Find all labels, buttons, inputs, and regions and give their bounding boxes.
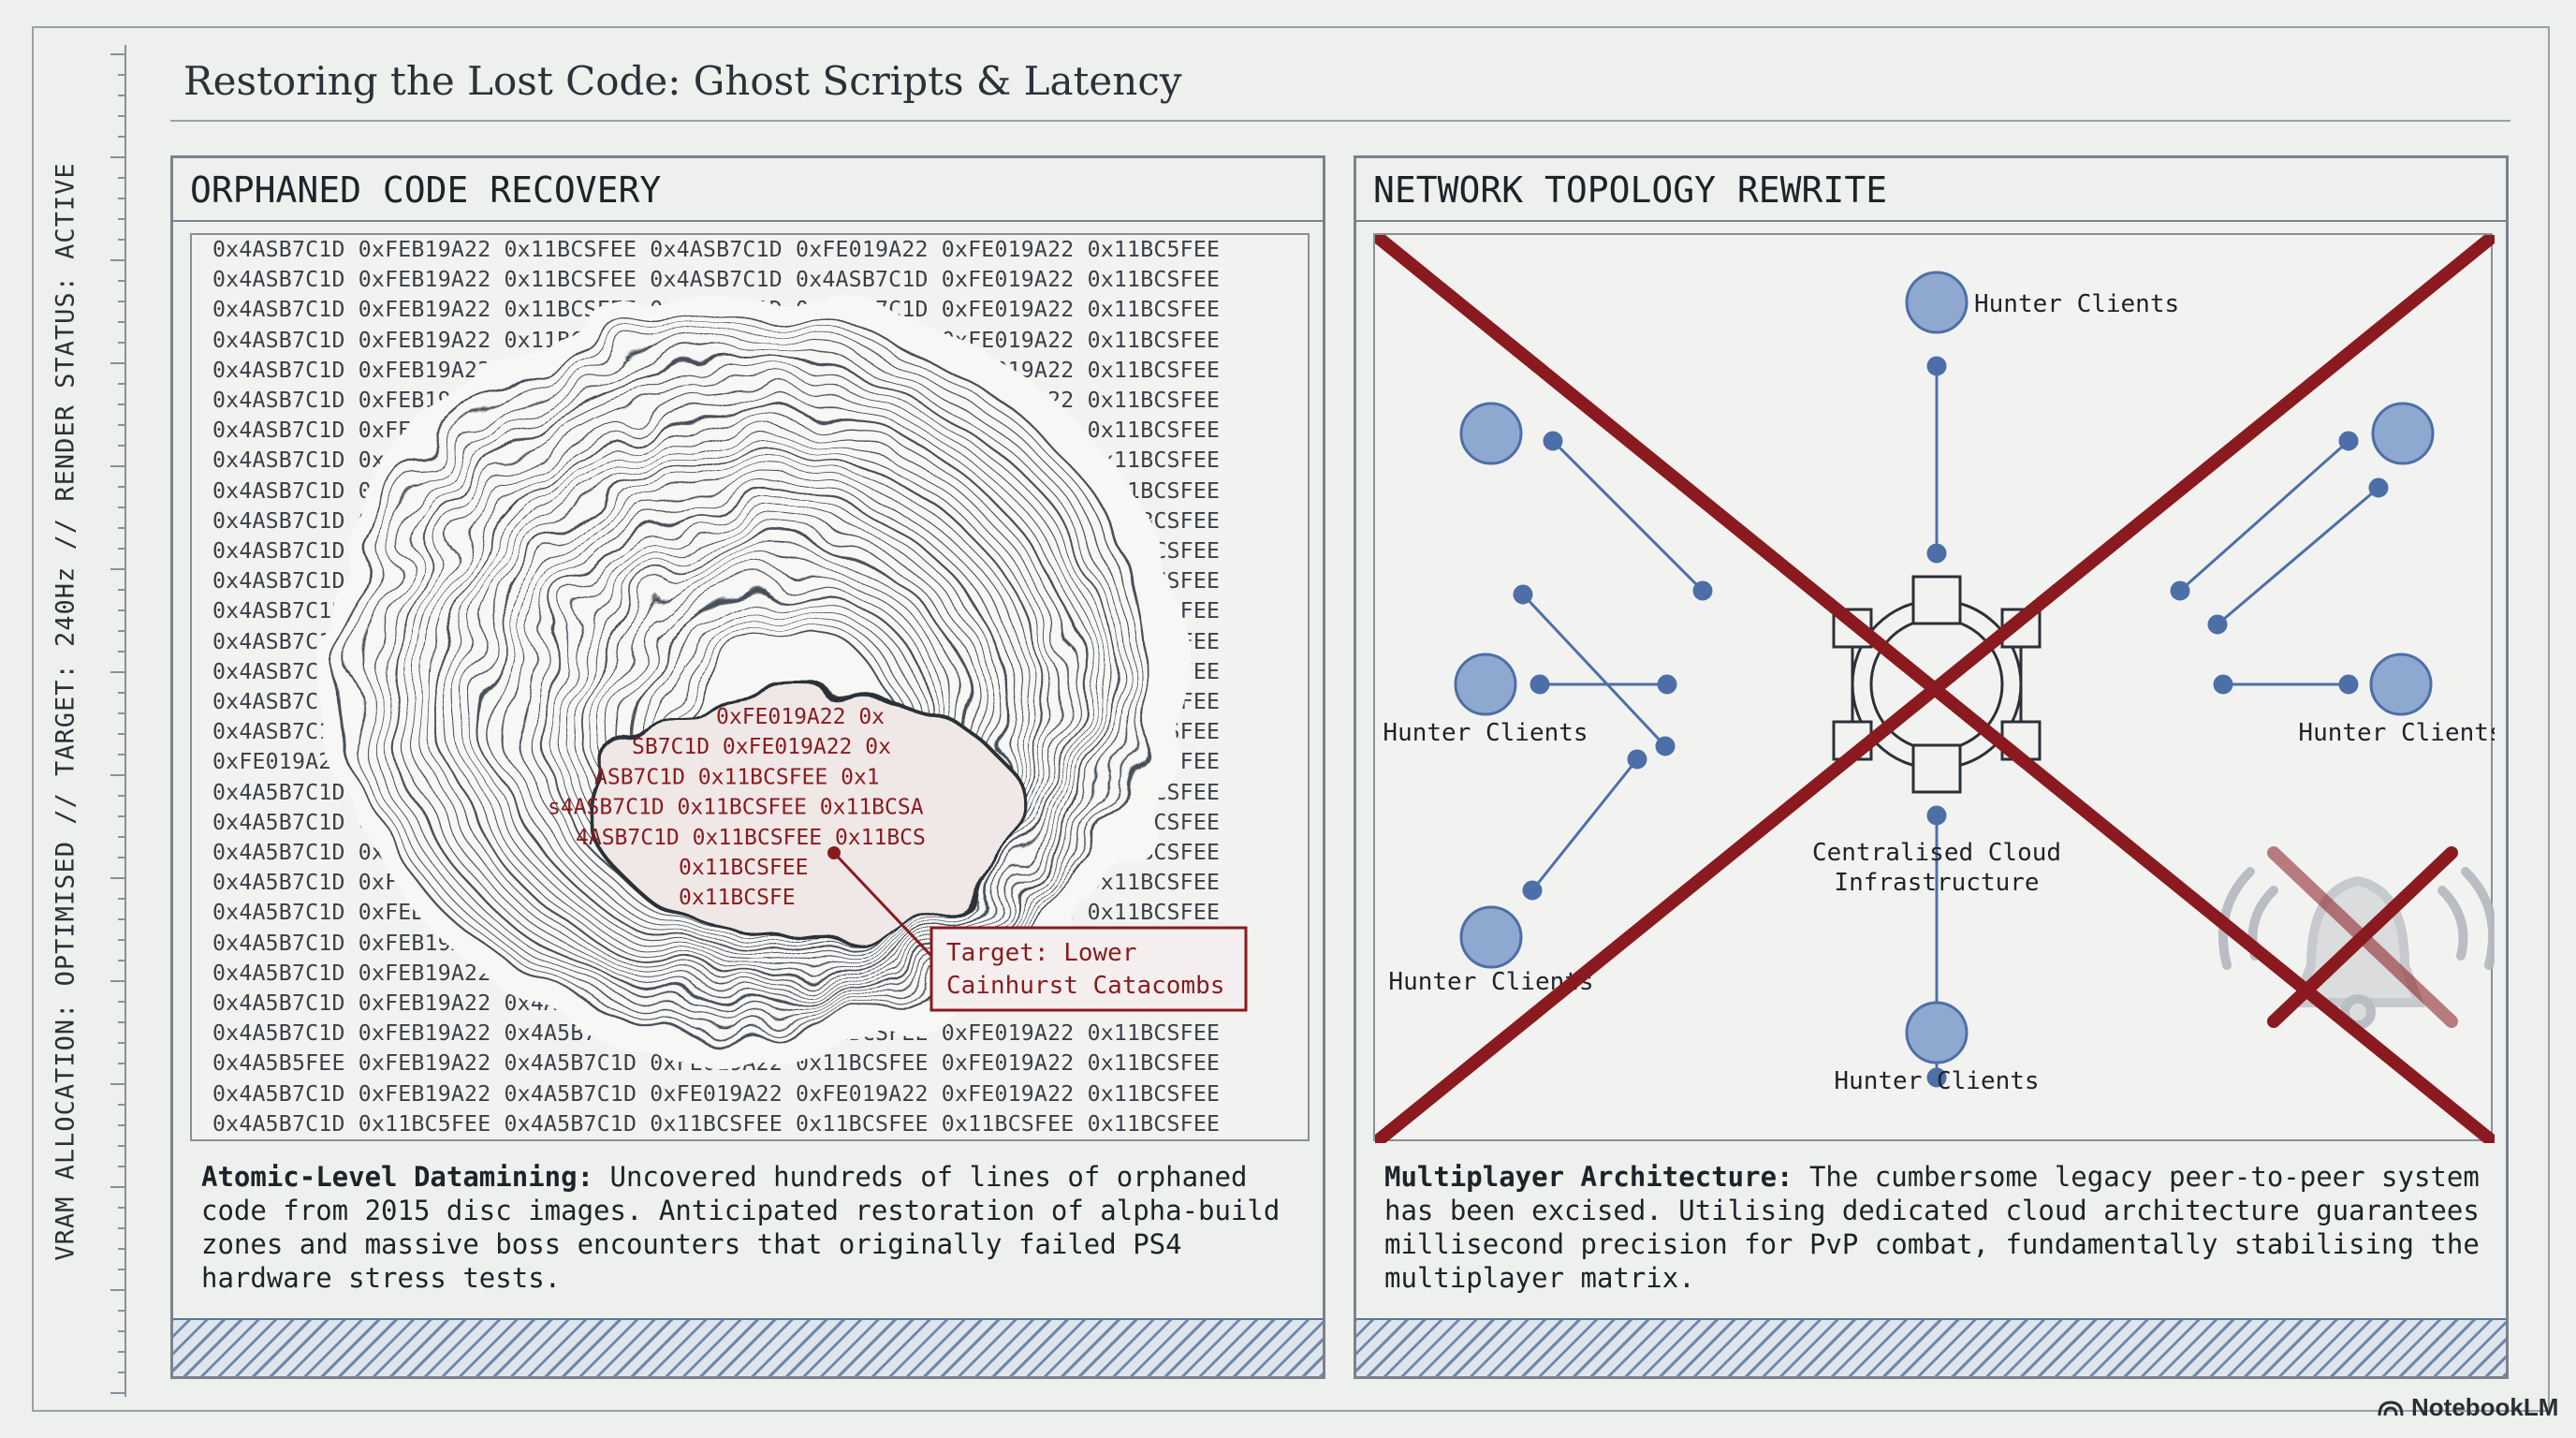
contour-map-graphic [323, 291, 1184, 1059]
callout-line-1: Target: Lower [946, 939, 1137, 967]
hex-row: 0x4A5B7C1D 0x11BC5FEE 0x4A5B7C1D 0x11BCS… [212, 1110, 1221, 1137]
client-label-bottom: Hunter Clients [1834, 1067, 2039, 1095]
hatch-footer [1356, 1318, 2506, 1376]
highlight-row: 0x11BCSFEE [679, 856, 808, 880]
client-node-upper-right [2371, 402, 2435, 465]
hub-label-line-1: Centralised Cloud [1812, 839, 2061, 867]
desc-bold-label: Atomic-Level Datamining: [201, 1161, 594, 1193]
panel-heading-orphaned: ORPHANED CODE RECOVERY [173, 158, 1323, 222]
target-callout-box [929, 926, 1248, 1012]
large-cross-out [1370, 229, 2499, 1149]
network-links [1513, 356, 2389, 1088]
desc-bold-label: Multiplayer Architecture: [1384, 1161, 1793, 1193]
client-label-left: Hunter Clients [1383, 719, 1588, 747]
client-node-right [2369, 653, 2433, 716]
highlighted-code-block: 0xFE019A22 0x SB7C1D 0xFE019A22 0x ASB7C1D… [548, 705, 926, 910]
highlight-row: 0x11BCSFE [679, 886, 796, 910]
highlight-row: s4ASB7C1D 0x11BCSFEE 0x11BCSA [548, 796, 924, 820]
title-divider [170, 120, 2510, 122]
callout-line-2: Cainhurst Catacombs [946, 972, 1224, 1000]
hex-row: 0x4A5B5FEE 0xFEB19A22 0x4A5B7C1D 0xFE019… [212, 1050, 1221, 1077]
callout-leader [832, 851, 933, 958]
topographic-overlay: 0xFE019A22 0x SB7C1D 0xFE019A22 0x ASB7C1D… [323, 291, 1248, 1059]
desc-body: Uncovered hundreds of lines of orphaned … [201, 1161, 1281, 1294]
page-title: Restoring the Lost Code: Ghost Scripts &… [183, 58, 1182, 104]
side-status-label: VRAM ALLOCATION: OPTIMISED // TARGET: 24… [51, 162, 80, 1261]
highlight-row: 4ASB7C1D 0x11BCSFEE 0x11BCS [576, 826, 926, 850]
desc-body: The cumbersome legacy peer-to-peer syste… [1384, 1161, 2480, 1294]
highlight-row: SB7C1D 0xFE019A22 0x [632, 735, 891, 759]
hex-row: 0x4A5B7C1D 0xFEB19A22 0x4A5B7C1D 0xFE019… [212, 1080, 1221, 1107]
client-label-top: Hunter Clients [1974, 290, 2179, 318]
brand-mark: NotebookLM [2378, 1393, 2558, 1422]
network-diagram-box: Hunter Clients Hunter Clients Hunter Cli… [1370, 229, 2504, 1149]
client-node-bottom [1905, 1001, 1969, 1064]
client-node-upper-left [1459, 402, 1523, 465]
network-diagram: Hunter Clients Hunter Clients Hunter Cli… [1370, 229, 2504, 1149]
hatch-footer [173, 1318, 1323, 1376]
hex-row: 0x4A5B3FEE 0x11BC5FEE 0x4A5B7C1D 0x11BCS… [212, 1139, 1220, 1141]
brand-name: NotebookLM [2411, 1393, 2559, 1421]
client-node-lower-left [1459, 905, 1523, 969]
hex-dump-view: 0x4ASB7C1D 0xFEB19A22 0x11BCSFEE 0x4ASB7… [190, 233, 1310, 1141]
hex-row: 0x4ASB7C1D 0xFEB19A22 0x11BCSFEE 0x4ASB7… [212, 267, 1221, 293]
client-node-top [1905, 271, 1969, 334]
highlight-row: 0xFE019A22 0x [716, 705, 885, 729]
hex-row: 0x4ASB7C1D 0xFEB19A22 0x11BCSFEE 0x4ASB7… [212, 237, 1221, 262]
hub-label-line-2: Infrastructure [1834, 869, 2039, 897]
client-label-right: Hunter Clients [2298, 719, 2495, 747]
outer-frame [32, 26, 2550, 1412]
orphaned-code-description: Atomic-Level Datamining: Uncovered hundr… [201, 1160, 1298, 1295]
orphaned-code-panel: ORPHANED CODE RECOVERY 0x4ASB7C1D 0xFEB1… [170, 155, 1325, 1379]
network-topology-panel: NETWORK TOPOLOGY REWRITE [1354, 155, 2509, 1379]
client-node-left [1454, 653, 1517, 716]
panel-heading-network: NETWORK TOPOLOGY REWRITE [1356, 158, 2506, 222]
network-description: Multiplayer Architecture: The cumbersome… [1384, 1160, 2481, 1295]
client-nodes [1454, 271, 2435, 1064]
highlight-row: ASB7C1D 0x11BCSFEE 0x1 [594, 765, 880, 789]
side-ruler [110, 45, 126, 1397]
notebooklm-logo-icon [2378, 1400, 2404, 1416]
